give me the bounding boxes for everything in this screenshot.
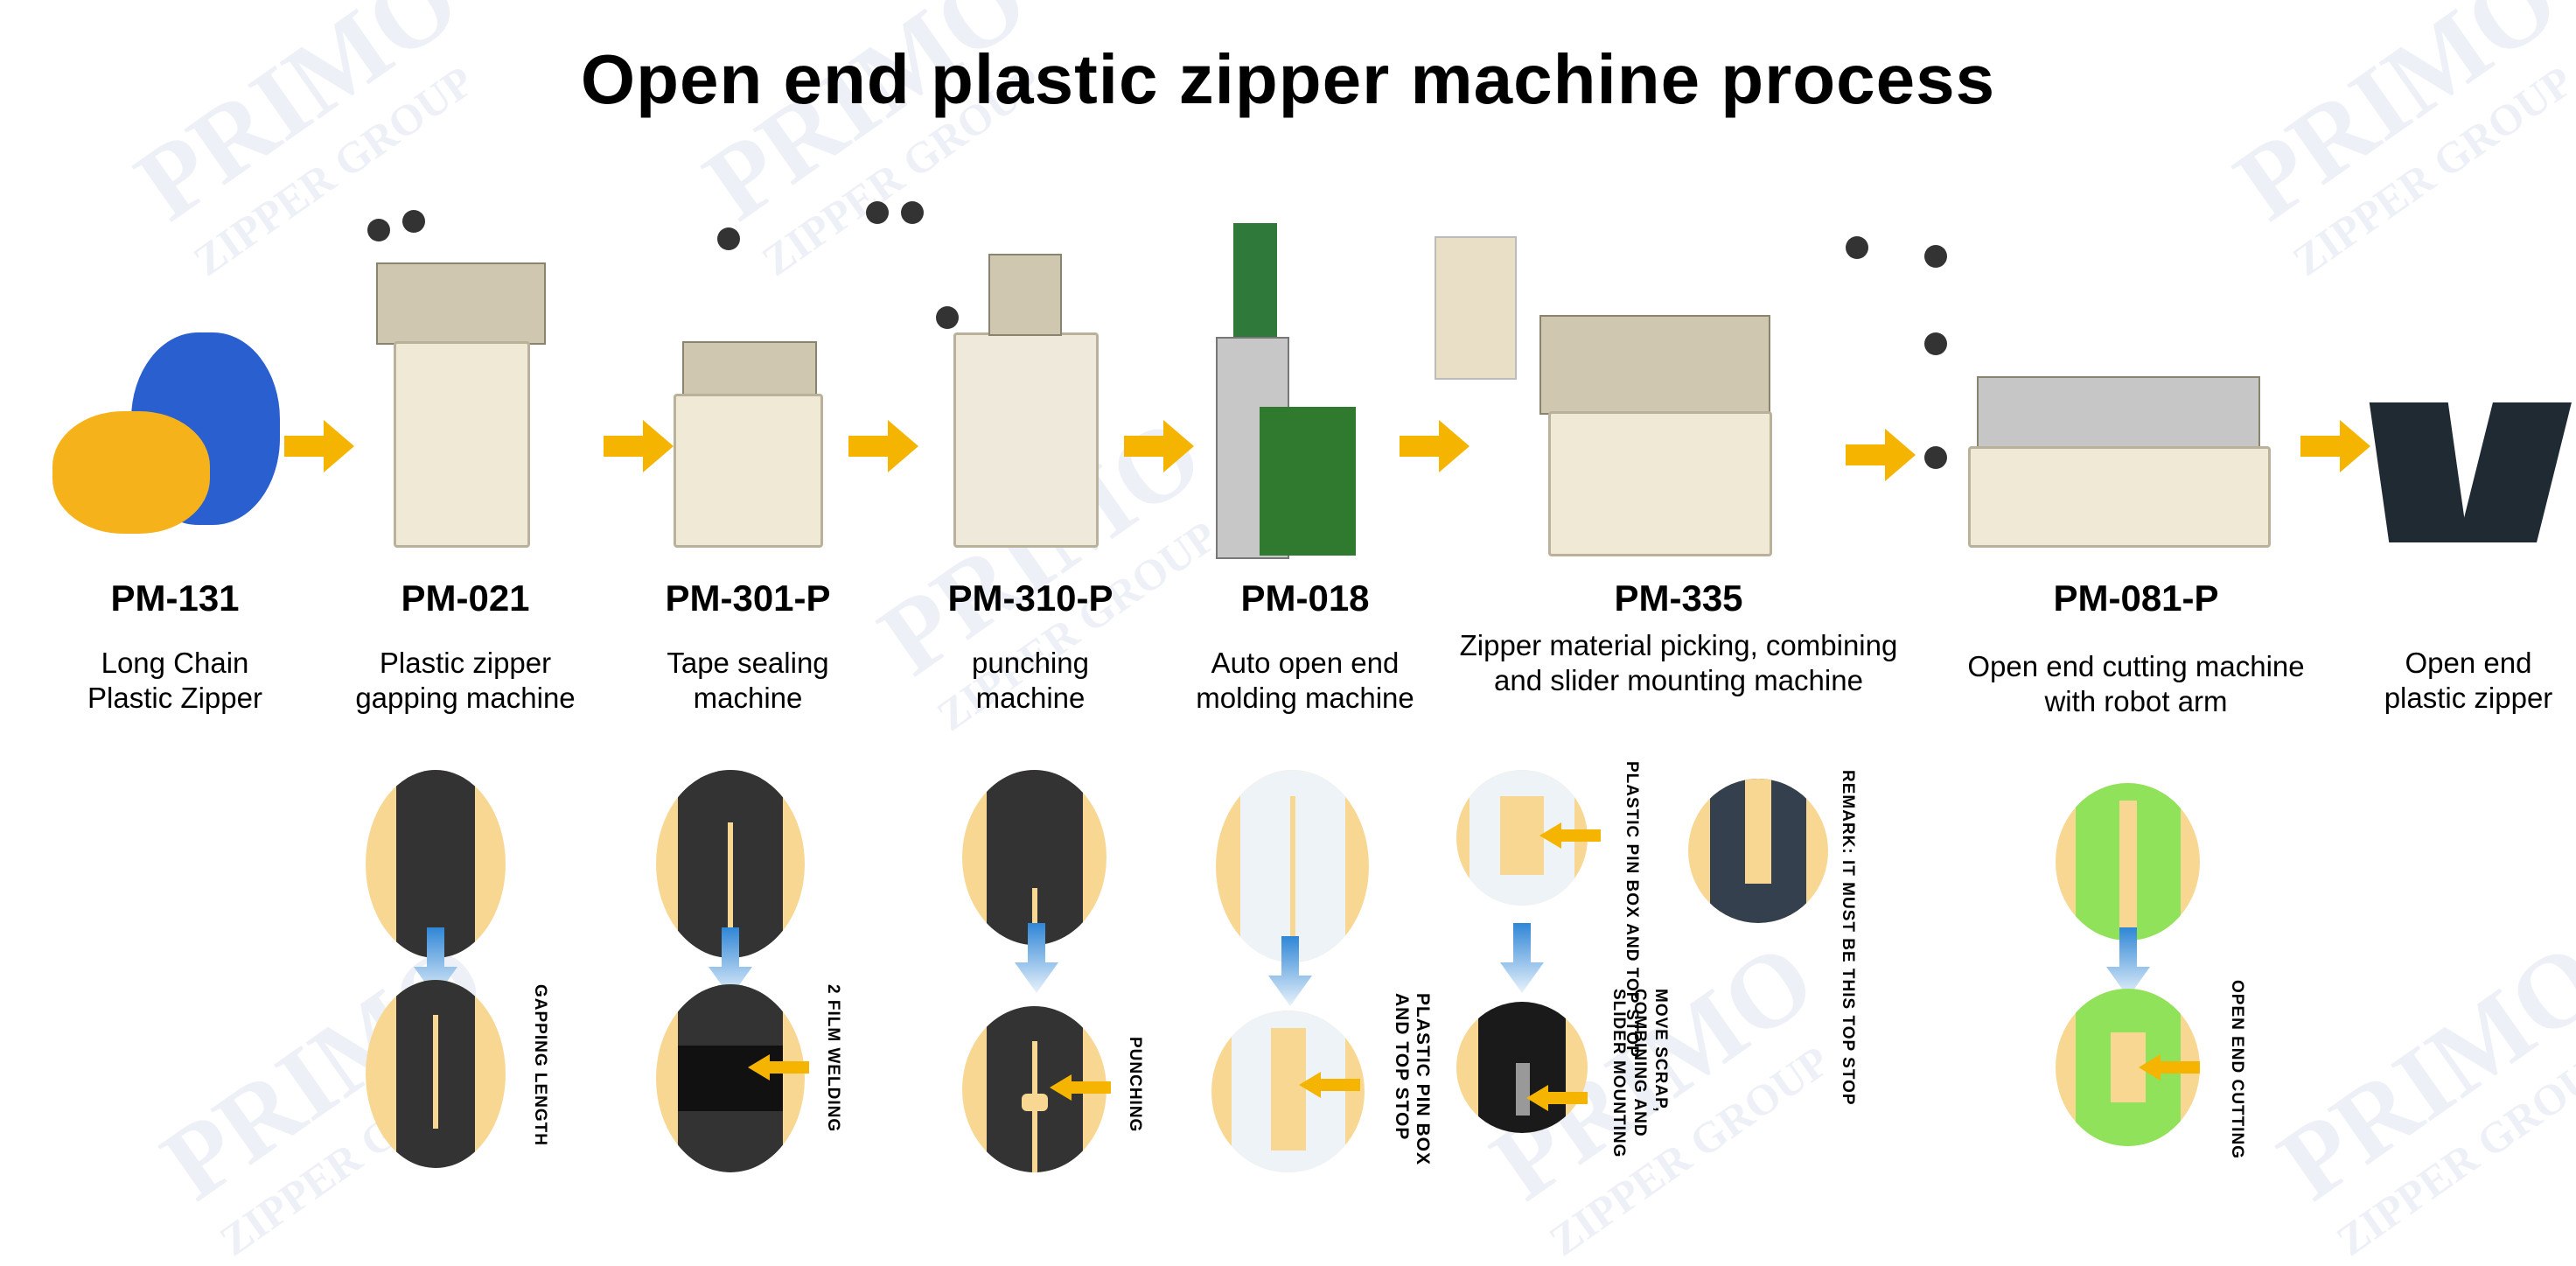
- step-description: Open end cutting machine with robot arm: [1967, 650, 2305, 717]
- step-code: PM-081-P: [2053, 577, 2219, 619]
- flow-arrow-icon: [604, 420, 674, 472]
- step-description: Tape sealing machine: [667, 647, 829, 714]
- flow-arrow-icon: [848, 420, 918, 472]
- step-description: Auto open end molding machine: [1196, 647, 1414, 714]
- step-code: PM-301-P: [665, 577, 831, 619]
- flow-arrow-icon: [1846, 429, 1916, 481]
- annotation-slider-mounting: MOVE SCRAP, COMBINING AND SLIDER MOUNTIN…: [1609, 989, 1670, 1158]
- flow-arrow-icon: [1124, 420, 1194, 472]
- pointer-arrow-icon: [1050, 1074, 1111, 1101]
- flow-arrow-icon: [2300, 420, 2370, 472]
- flow-arrow-icon: [1400, 420, 1470, 472]
- page-title: Open end plastic zipper machine process: [580, 40, 1996, 118]
- zipper-detail-gapped: [366, 980, 506, 1168]
- pm-310-p-machine-image: [857, 201, 1120, 551]
- step-code: PM-131: [110, 577, 240, 619]
- step-code: PM-310-P: [947, 577, 1113, 619]
- annotation-remark: REMARK: IT MUST BE THIS TOP STOP: [1839, 770, 1857, 1106]
- down-arrow-icon: [1268, 936, 1312, 1006]
- annotation-pin-box-2: PLASTIC PIN BOX AND TOP STOP: [1623, 761, 1641, 1058]
- step-code: PM-021: [401, 577, 530, 619]
- zipper-detail-before: [2056, 783, 2200, 941]
- down-arrow-icon: [1015, 923, 1058, 993]
- step-description: Plastic zipper gapping machine: [355, 647, 576, 714]
- step-code: PM-018: [1240, 577, 1370, 619]
- pm-018-machine-image: [1216, 223, 1382, 564]
- zipper-detail-before: [1216, 770, 1369, 962]
- pointer-arrow-icon: [1299, 1072, 1360, 1098]
- pointer-arrow-icon: [1539, 822, 1601, 849]
- zipper-detail-slider: [1456, 1002, 1588, 1133]
- zipper-detail-top-stop: [1688, 779, 1828, 923]
- pointer-arrow-icon: [1526, 1085, 1588, 1111]
- down-arrow-icon: [709, 927, 752, 997]
- zipper-detail-before: [366, 770, 506, 958]
- annotation-gapping-length: GAPPING LENGTH: [531, 984, 549, 1147]
- step-description: punching machine: [972, 647, 1089, 714]
- annotation-pin-box: PLASTIC PIN BOX AND TOP STOP: [1392, 993, 1433, 1166]
- annotation-punching: PUNCHING: [1126, 1037, 1144, 1133]
- open-end-zipper-image: [2369, 402, 2572, 542]
- pm-081-p-machine-image: [1846, 219, 2283, 560]
- annotation-open-end-cutting: OPEN END CUTTING: [2228, 980, 2246, 1159]
- annotation-film-welding: 2 FILM WELDING: [824, 984, 842, 1133]
- pm-335-machine-image: [1417, 227, 1784, 560]
- pm-301-p-machine-image: [665, 219, 831, 551]
- zipper-roll-image: [52, 315, 280, 542]
- zipper-detail-welded: [656, 984, 805, 1172]
- zipper-detail-pin-box: [1211, 1011, 1365, 1172]
- zipper-detail-before: [962, 770, 1106, 945]
- zipper-detail-before: [656, 770, 805, 958]
- pointer-arrow-icon: [2139, 1054, 2200, 1081]
- step-description: Zipper material picking, combining and s…: [1459, 629, 1898, 696]
- flow-arrow-icon: [284, 420, 354, 472]
- step-code: PM-335: [1614, 577, 1743, 619]
- pm-021-machine-image: [359, 210, 560, 551]
- down-arrow-icon: [2106, 927, 2150, 997]
- step-description: Open end plastic zipper: [2384, 647, 2553, 714]
- zipper-detail-pin-box: [1456, 770, 1588, 906]
- pointer-arrow-icon: [748, 1054, 809, 1081]
- down-arrow-icon: [1500, 923, 1544, 993]
- step-description: Long Chain Plastic Zipper: [87, 647, 262, 714]
